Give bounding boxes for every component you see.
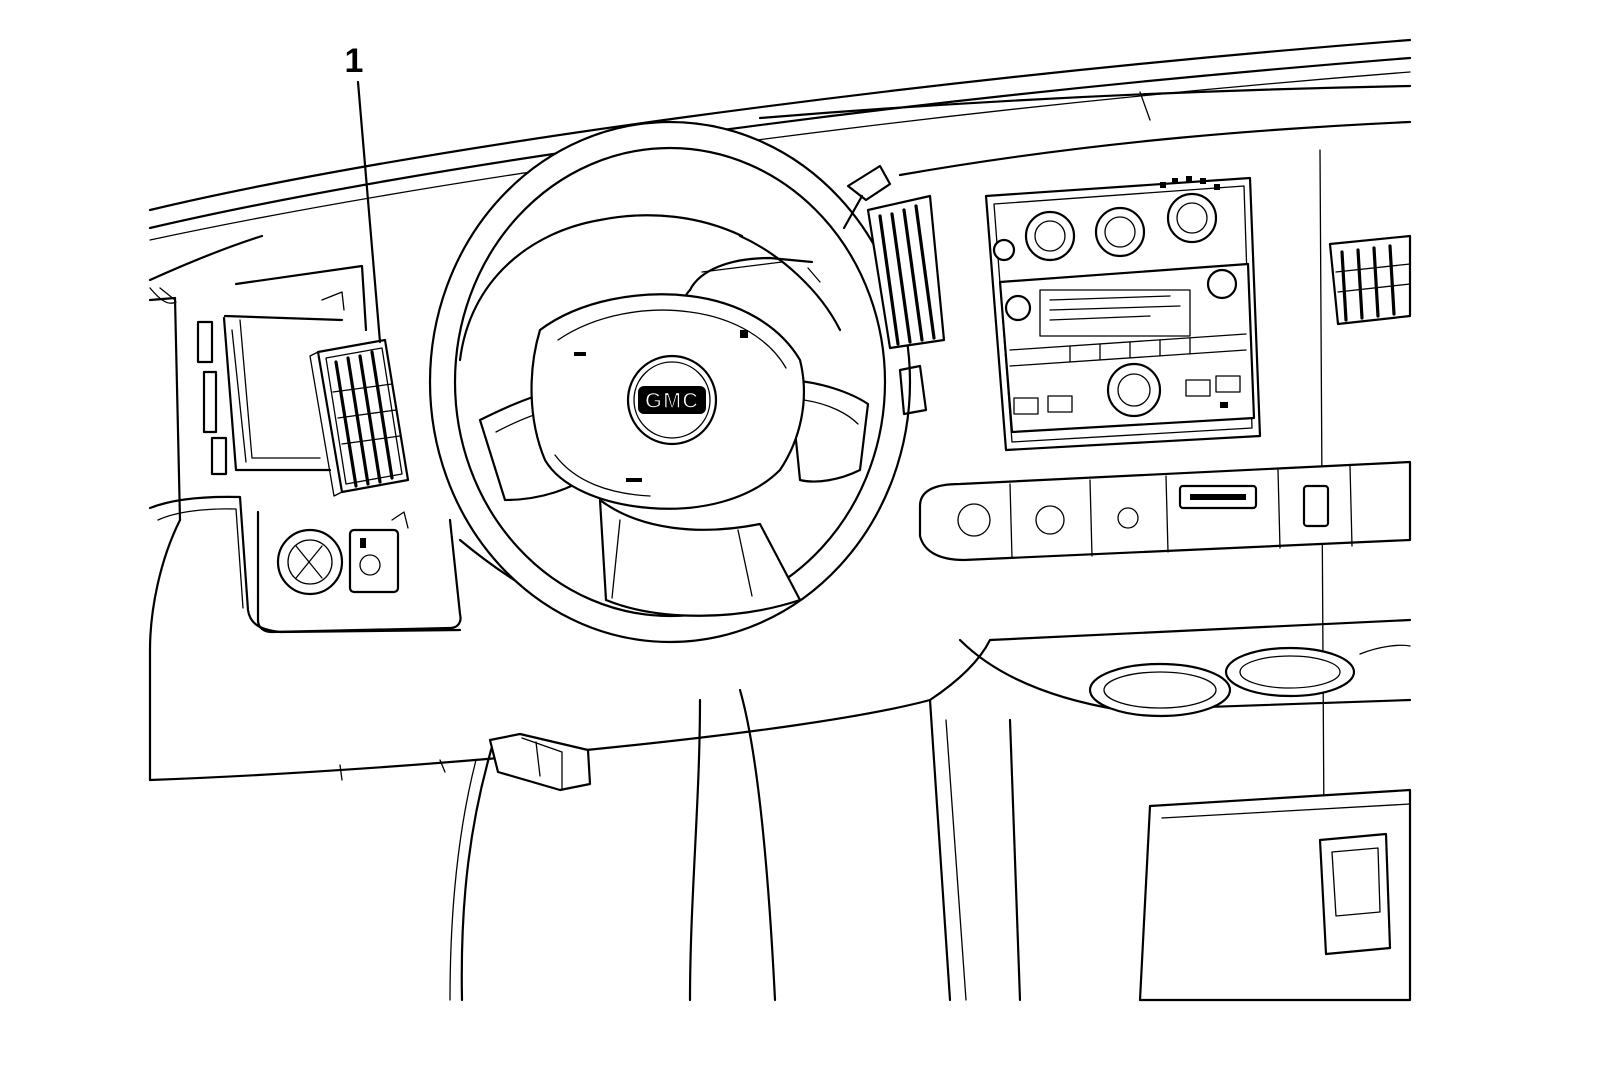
headlamp-switch-area [256,510,462,634]
air-outlet-center-left [866,194,946,350]
callout-1: 1 [345,42,382,344]
air-outlet-left [309,338,410,497]
gmc-logo: GMC [645,388,699,413]
callout-leader-1 [356,80,382,344]
switch-bank [918,460,1412,562]
center-stack [984,176,1262,452]
steering-wheel: GMC [428,120,912,644]
callout-label-1: 1 [345,42,364,80]
dash-left-end [148,264,932,782]
turn-signal-stalk [842,164,928,416]
center-console [928,618,1412,1002]
air-outlet-right [1328,234,1412,326]
